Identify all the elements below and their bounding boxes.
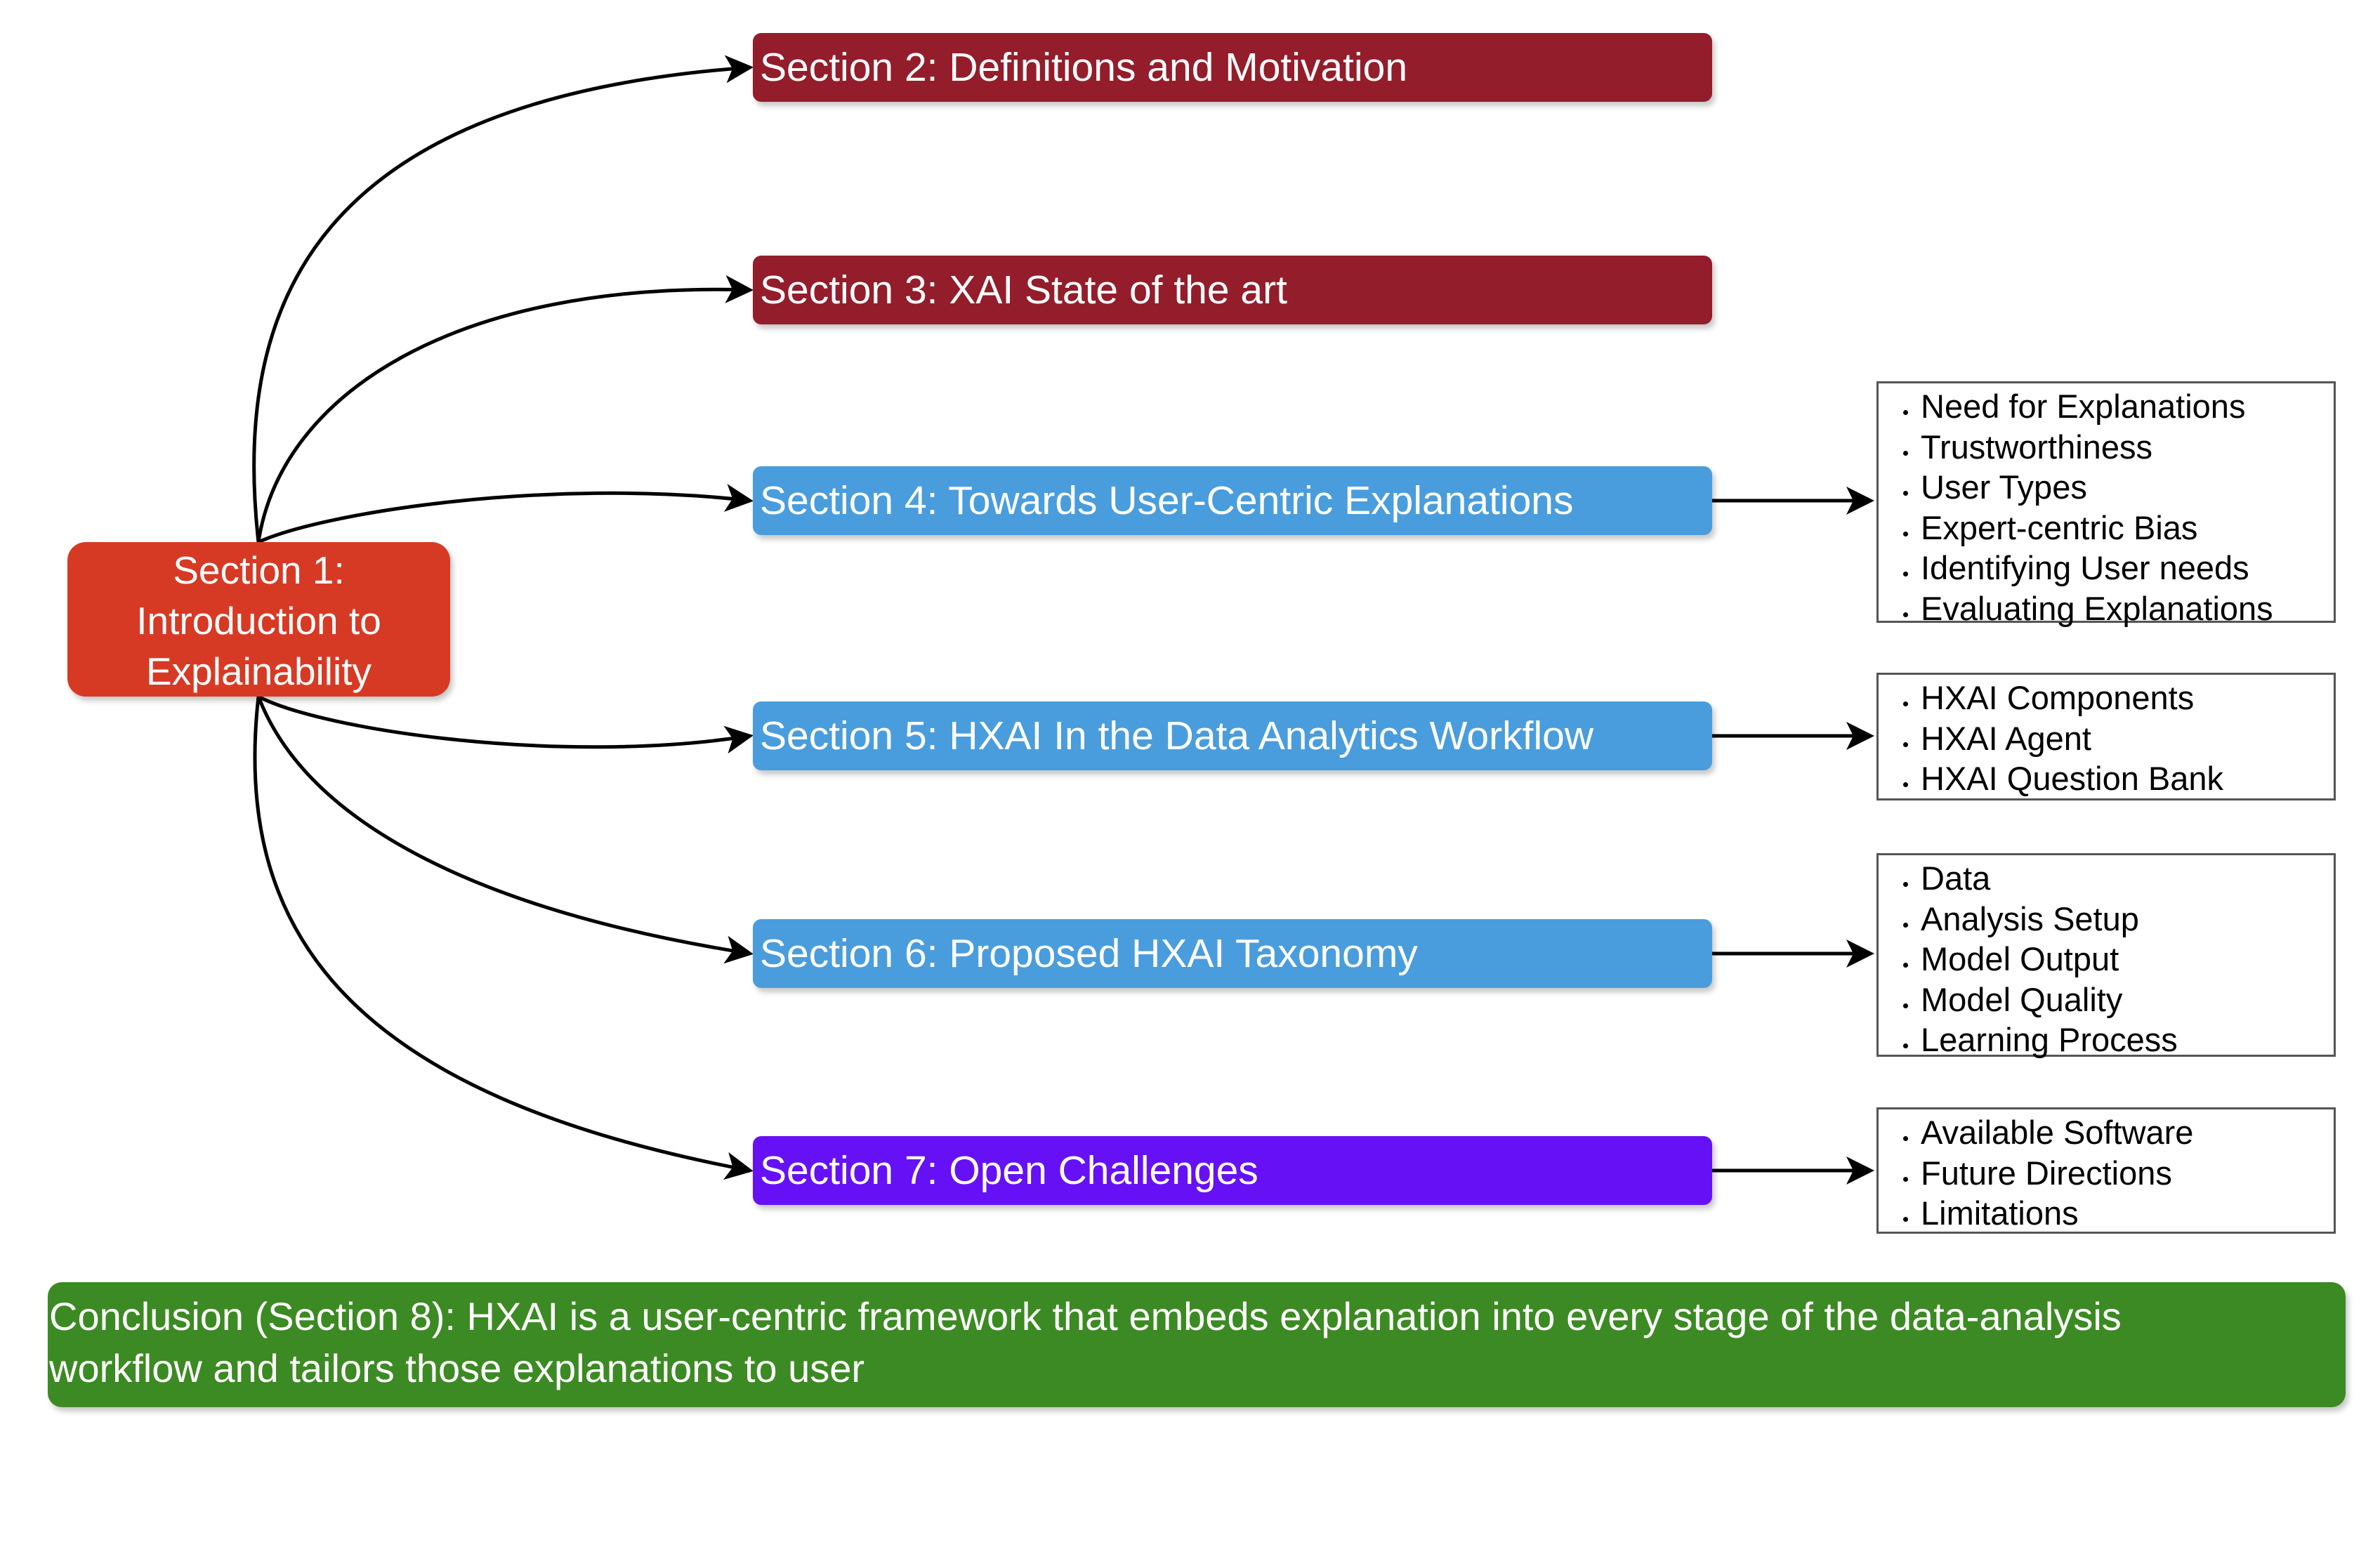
arrow-root-to-section-6 — [256, 696, 754, 964]
detail-item: Analysis Setup — [1903, 899, 2327, 940]
detail-item: Future Directions — [1903, 1153, 2327, 1194]
detail-item: User Types — [1903, 467, 2327, 508]
detail-item: Trustworthiness — [1903, 427, 2327, 468]
section-7-details: Available Software Future Directions Lim… — [1876, 1107, 2336, 1234]
root-line-3: Explainability — [145, 650, 372, 693]
arrow-root-to-section-3 — [256, 275, 754, 543]
conclusion-line-1: Conclusion (Section 8): HXAI is a user-c… — [49, 1294, 2122, 1338]
detail-item: Available Software — [1903, 1112, 2327, 1153]
section-6-box: Section 6: Proposed HXAI Taxonomy — [753, 919, 1712, 988]
detail-item: Identifying User needs — [1903, 548, 2327, 588]
detail-item: Limitations — [1903, 1193, 2327, 1234]
arrow-root-to-section-5 — [257, 694, 754, 754]
root-node-section-1: Section 1: Introduction to Explainabilit… — [67, 542, 450, 697]
section-4-box: Section 4: Towards User-Centric Explanat… — [753, 466, 1712, 535]
detail-item: Evaluating Explanations — [1903, 588, 2327, 629]
detail-item: Expert-centric Bias — [1903, 508, 2327, 548]
section-3-box: Section 3: XAI State of the art — [753, 256, 1712, 324]
section-5-details: HXAI Components HXAI Agent HXAI Question… — [1876, 673, 2336, 800]
detail-item: HXAI Agent — [1903, 718, 2327, 759]
detail-item: Model Quality — [1903, 980, 2327, 1020]
root-line-2: Introduction to — [136, 599, 381, 642]
arrow-root-to-section-2 — [252, 55, 754, 543]
conclusion-line-2: workflow and tailors those explanations … — [49, 1346, 865, 1390]
detail-item: Data — [1903, 858, 2327, 899]
section-2-box: Section 2: Definitions and Motivation — [753, 33, 1712, 102]
detail-item: Need for Explanations — [1903, 386, 2327, 427]
detail-item: Learning Process — [1903, 1020, 2327, 1060]
section-7-box: Section 7: Open Challenges — [753, 1136, 1712, 1205]
arrow-root-to-section-4 — [257, 484, 754, 544]
root-line-1: Section 1: — [173, 548, 345, 592]
detail-item: Model Output — [1903, 939, 2327, 980]
section-6-details: Data Analysis Setup Model Output Model Q… — [1876, 853, 2336, 1060]
section-5-box: Section 5: HXAI In the Data Analytics Wo… — [753, 701, 1712, 770]
section-4-details: Need for Explanations Trustworthiness Us… — [1876, 381, 2336, 627]
detail-item: HXAI Question Bank — [1903, 758, 2327, 799]
conclusion-box: Conclusion (Section 8): HXAI is a user-c… — [48, 1282, 2346, 1407]
arrow-root-to-section-7 — [253, 696, 754, 1180]
detail-item: HXAI Components — [1903, 678, 2327, 718]
